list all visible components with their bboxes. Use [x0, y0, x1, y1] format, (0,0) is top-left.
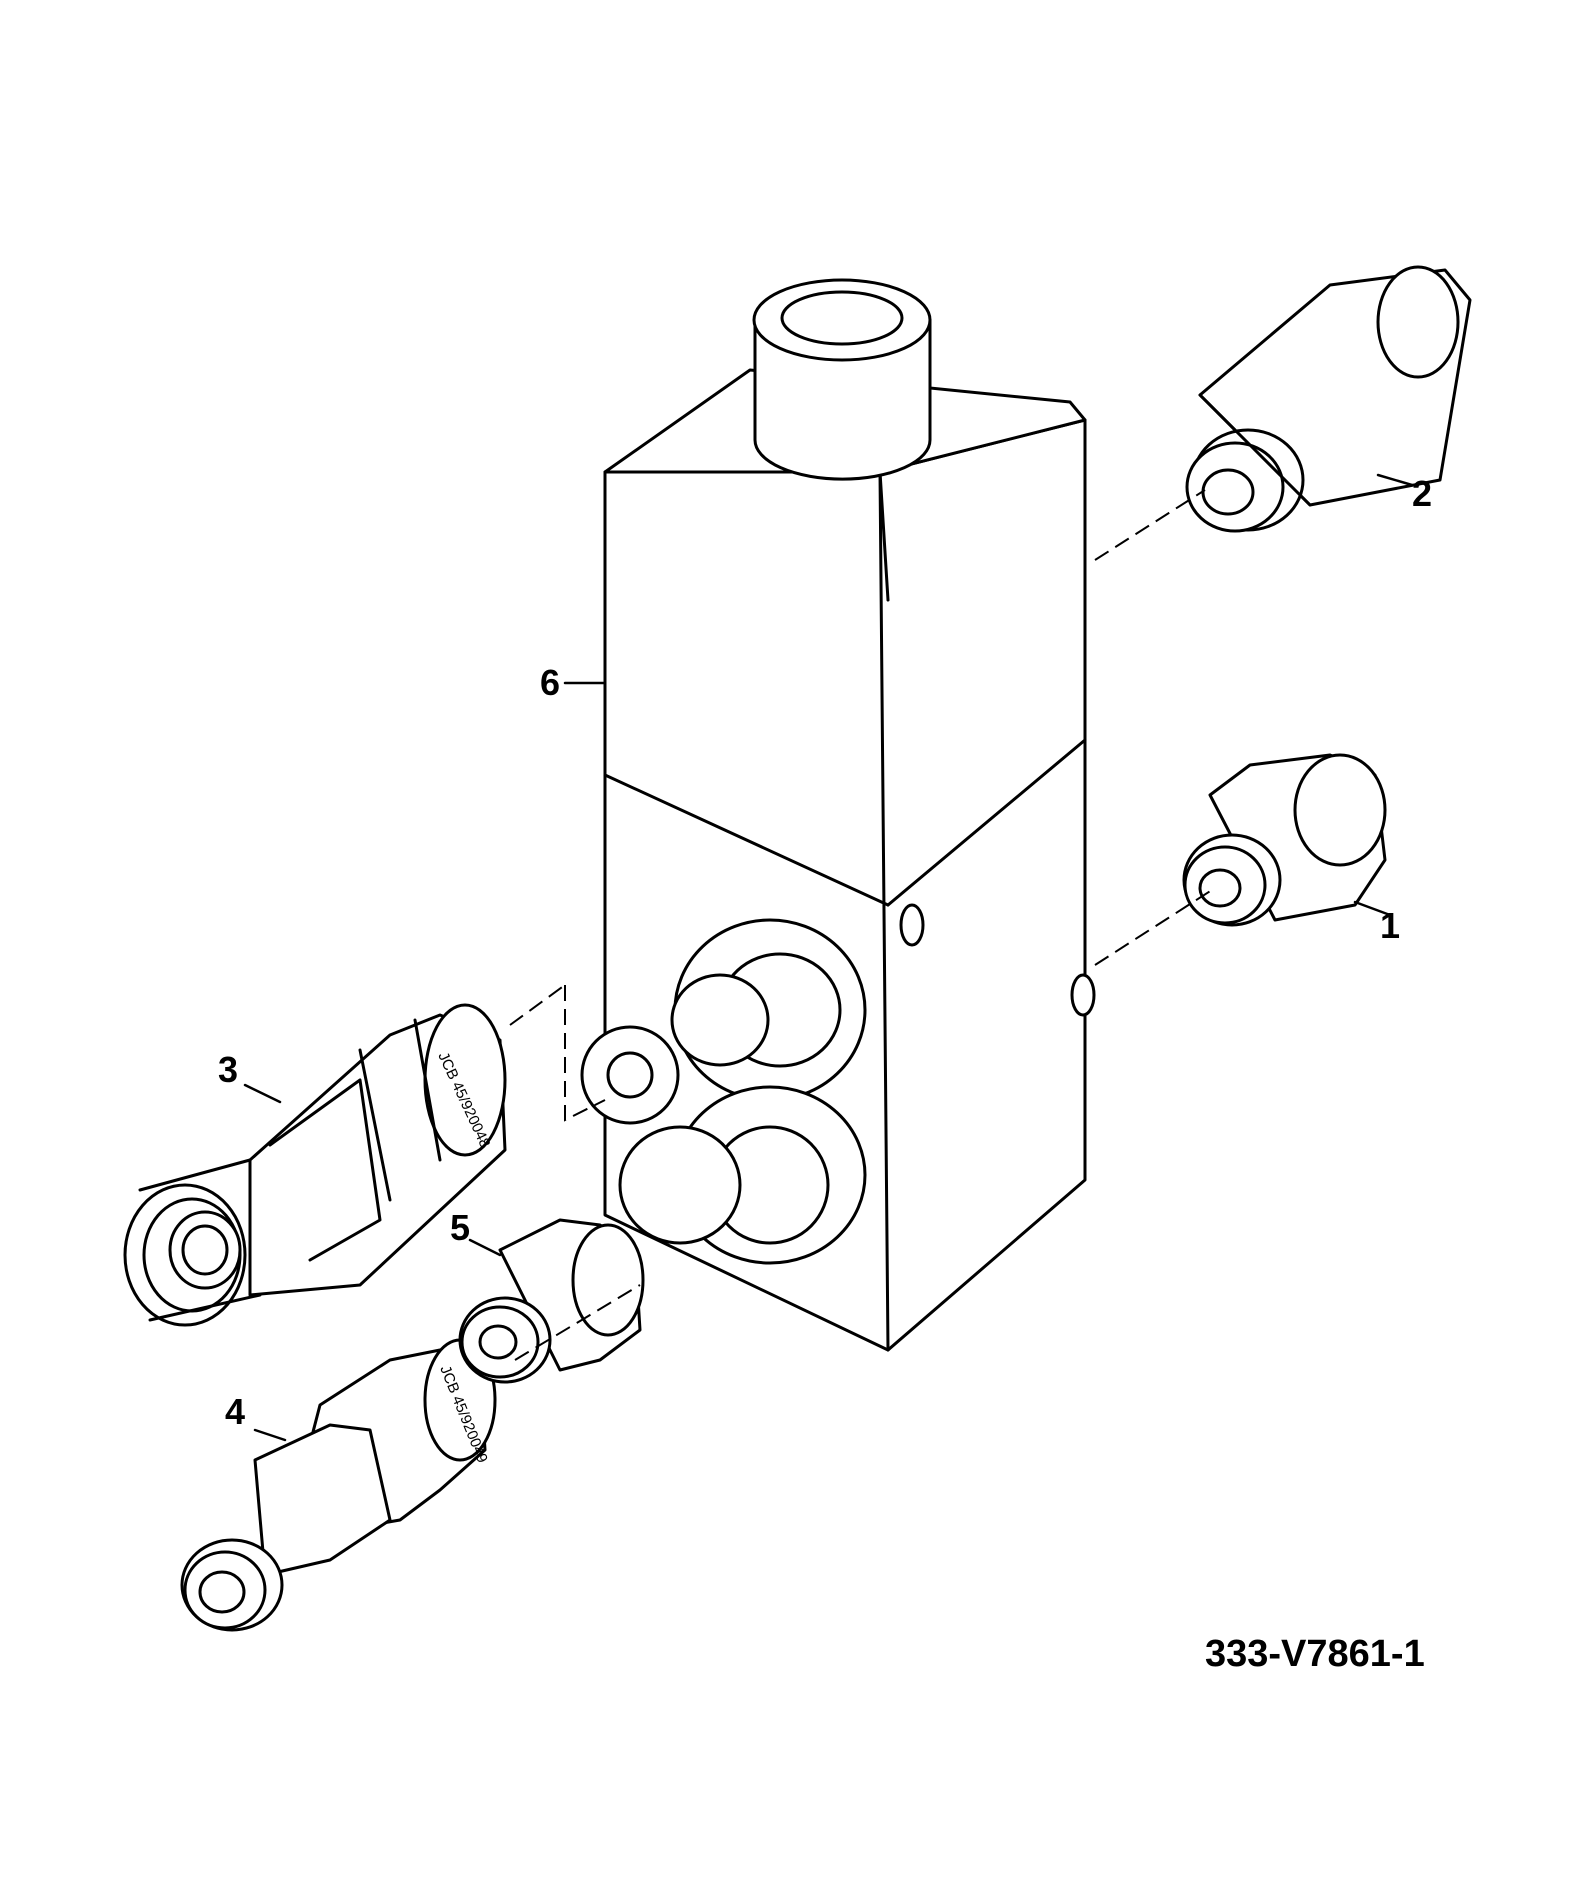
- callout-part-2: 2: [1412, 473, 1433, 514]
- callout-part-3: 3: [218, 1049, 239, 1090]
- callout-part-1: 1: [1380, 905, 1401, 946]
- leader-lines: [243, 473, 1414, 1442]
- callout-part-4: 4: [225, 1391, 246, 1432]
- assembly-center-lines: [509, 489, 1216, 1361]
- coupler-part-3: [123, 1003, 507, 1327]
- coupler-part-4: [180, 1338, 497, 1632]
- drawing-number: 333-V7861-1: [1205, 1633, 1425, 1675]
- adapter-part-1: [1182, 753, 1387, 927]
- callout-part-6: 6: [540, 662, 561, 703]
- callout-part-5: 5: [450, 1207, 471, 1248]
- block-port-lower: [618, 1085, 867, 1265]
- adapter-part-2: [1185, 265, 1472, 533]
- block-port-upper: [580, 918, 867, 1125]
- adapter-part-5: [458, 1218, 645, 1384]
